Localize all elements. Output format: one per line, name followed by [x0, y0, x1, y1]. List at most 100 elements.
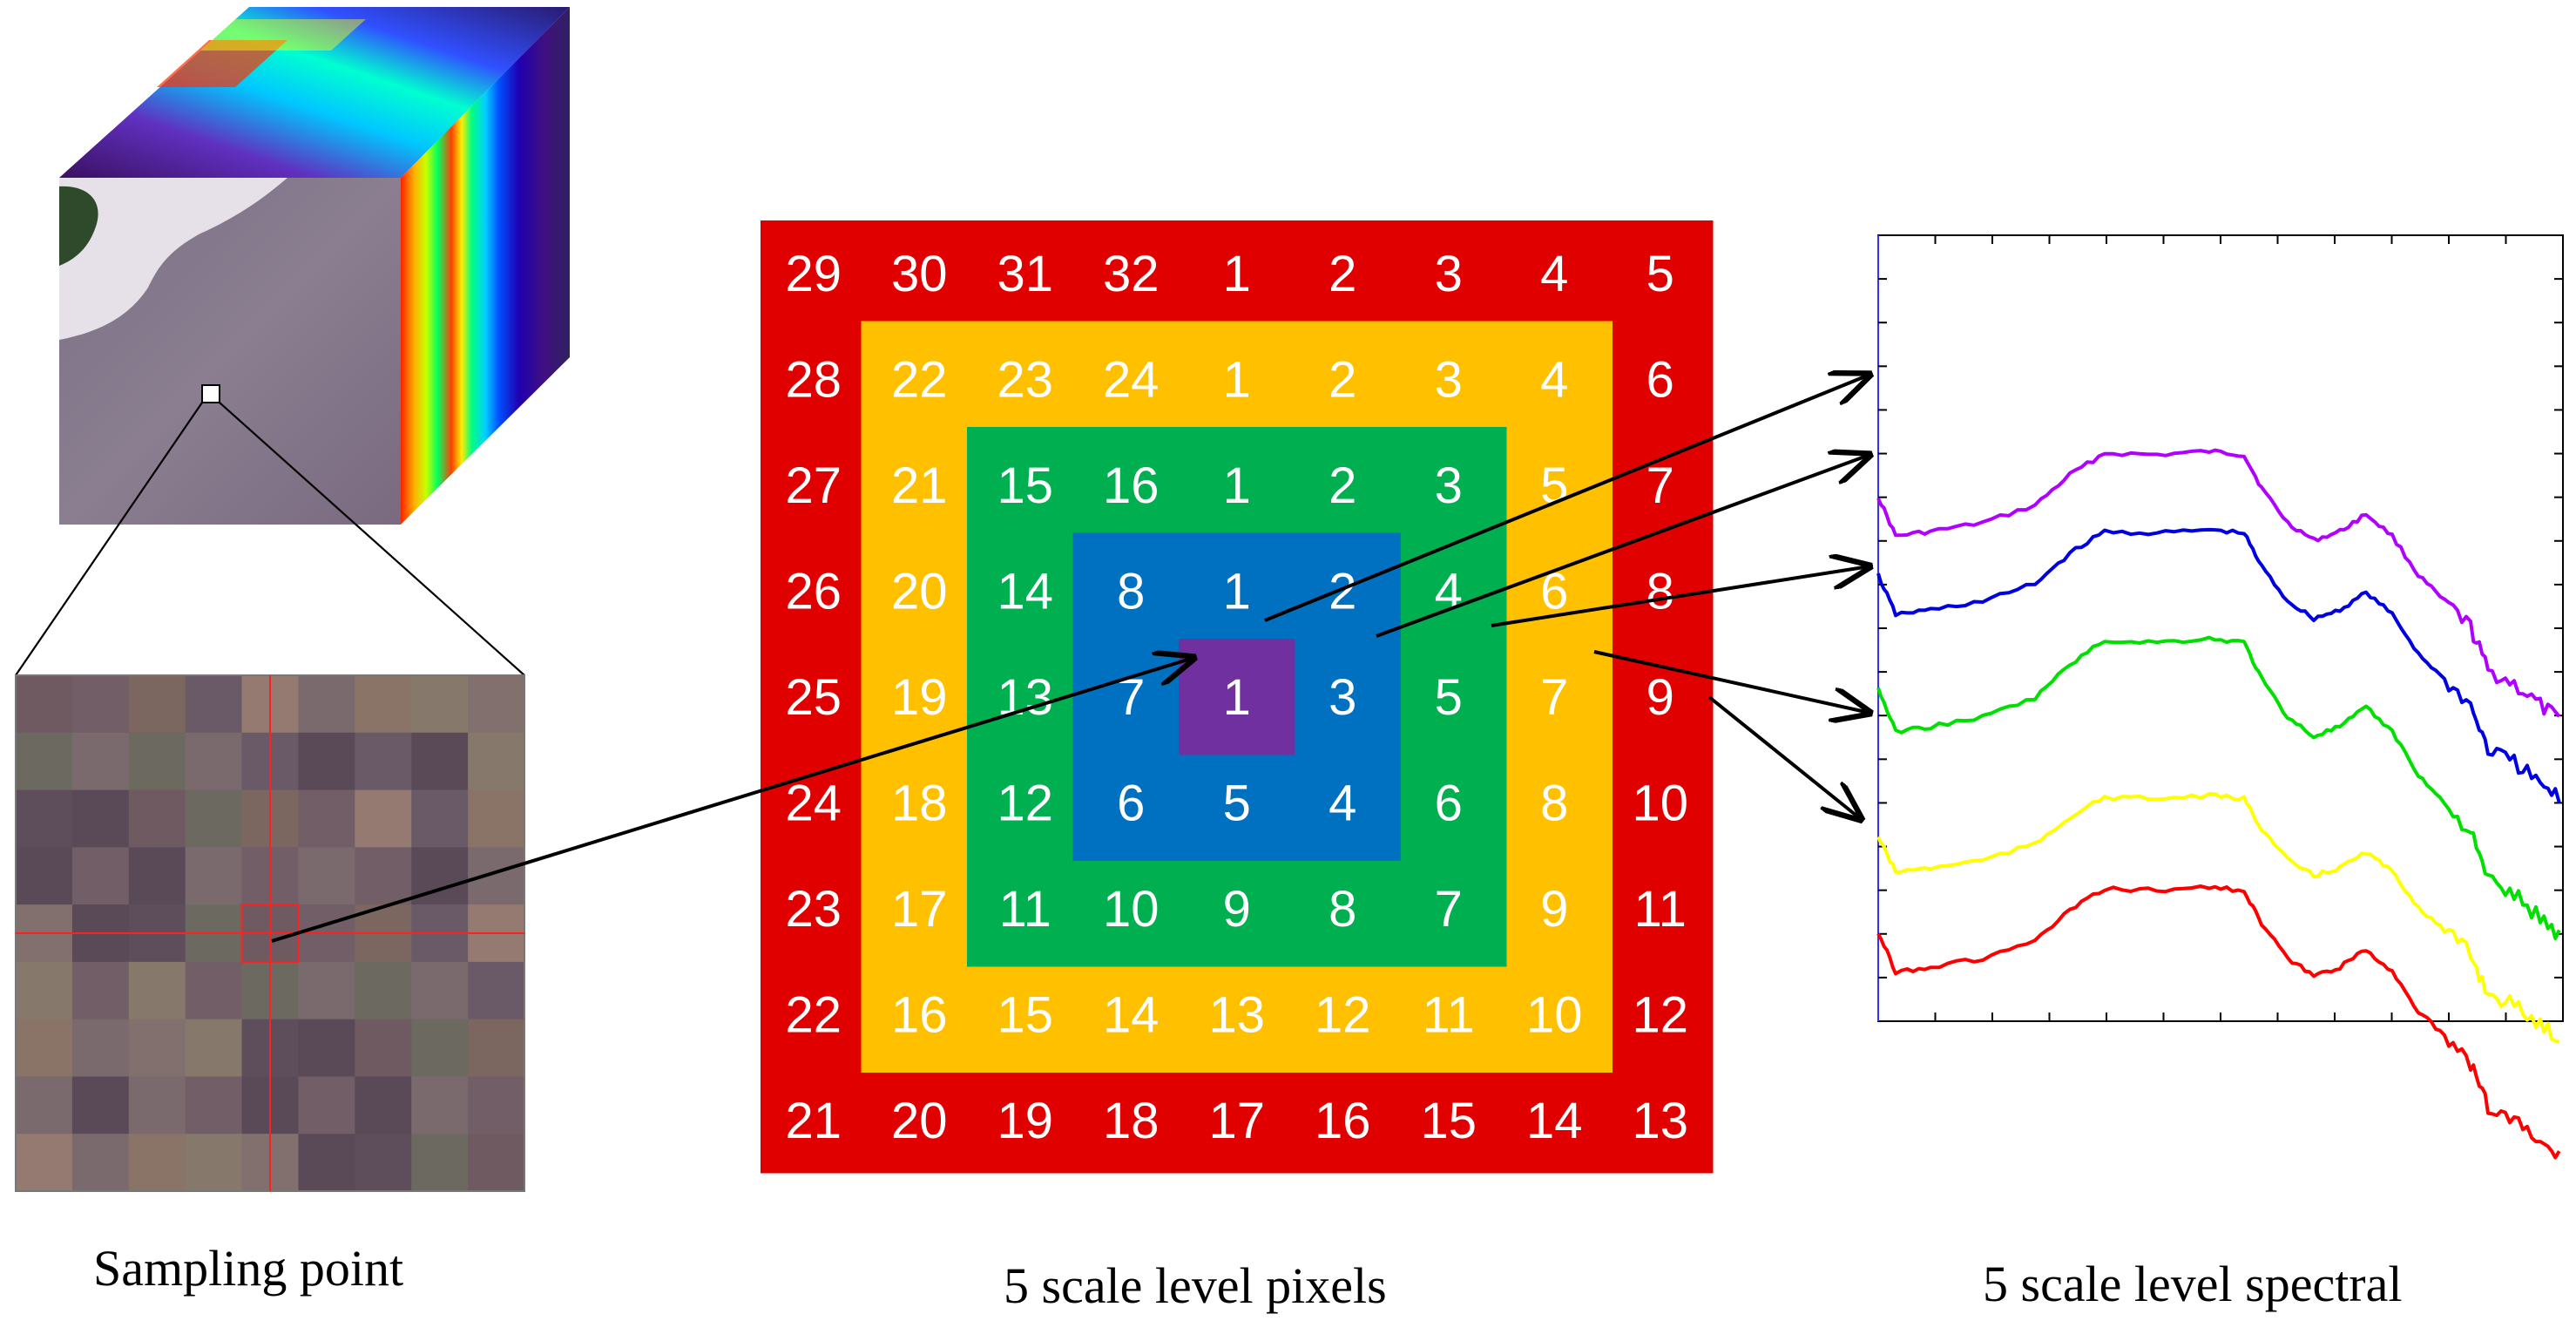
zoom-pixel [355, 847, 412, 905]
zoom-pixel [71, 961, 130, 1020]
zoom-pixel [71, 789, 130, 848]
spectral-plot-icon [1876, 234, 2564, 1160]
grid-cell-label: 15 [997, 457, 1053, 514]
grid-cell-label: 3 [1435, 351, 1463, 408]
grid-cell-label: 14 [1526, 1093, 1583, 1149]
grid-cell-label: 15 [1420, 1093, 1477, 1149]
grid-cell-label: 23 [997, 351, 1053, 408]
grid-cell-label: 3 [1329, 669, 1356, 726]
grid-cell-label: 5 [1435, 669, 1463, 726]
arrows [271, 375, 1869, 943]
zoom-pixel [468, 1076, 525, 1134]
zoom-pixel [298, 961, 355, 1020]
zoom-pixel [355, 1134, 412, 1192]
zoom-pixel [185, 732, 243, 791]
caption-scale-pixels: 5 scale level pixels [1004, 1257, 1387, 1314]
grid-cell-label: 3 [1435, 457, 1463, 514]
grid-cell-label: 4 [1540, 351, 1568, 408]
zoom-pixel [71, 1134, 130, 1192]
zoom-pixel [16, 847, 73, 905]
grid-cell-label: 9 [1540, 881, 1568, 938]
zoom-pixel [411, 1076, 469, 1134]
zoom-pixel [411, 732, 469, 791]
grid-cell-label: 32 [1103, 246, 1160, 302]
zoom-pixel [298, 1019, 355, 1077]
grid-cell-label: 7 [1540, 669, 1568, 726]
grid-cell-label: 12 [997, 775, 1053, 831]
zoom-pixel [298, 847, 355, 905]
cube-top-face [59, 7, 570, 178]
zoom-pixel [185, 1076, 243, 1134]
zoom-pixel [128, 1076, 186, 1134]
grid-cell-label: 13 [1208, 986, 1265, 1043]
zoom-pixel [185, 847, 243, 905]
grid-cell-label: 1 [1223, 457, 1251, 514]
zoom-pixel [298, 789, 355, 848]
grid-cell-label: 3 [1435, 246, 1463, 302]
grid-cell-label: 1 [1223, 563, 1251, 620]
grid-cell-label: 9 [1223, 881, 1251, 938]
grid-cell-label: 10 [1103, 881, 1160, 938]
zoom-pixel [185, 675, 243, 734]
grid-cell-label: 21 [785, 1093, 842, 1149]
zoom-pixel [16, 1076, 73, 1134]
zoom-pixel [16, 732, 73, 791]
grid-cell-label: 22 [891, 351, 948, 408]
zoom-pixel [468, 847, 525, 905]
spectrum-curve-level-5 [1876, 884, 2561, 1160]
zoom-pixel [128, 675, 186, 734]
zoom-pixel [355, 789, 412, 848]
zoom-pixel [71, 675, 130, 734]
zoom-pixel [128, 961, 186, 1020]
grid-cell-label: 7 [1646, 457, 1674, 514]
zoom-pixel [411, 961, 469, 1020]
grid-cell-label: 11 [1423, 986, 1475, 1043]
zoom-pixel [298, 1134, 355, 1192]
grid-cell-label: 1 [1223, 669, 1251, 726]
zoom-pixel [128, 1134, 186, 1192]
cube-shoreline [59, 178, 287, 340]
grid-cell-label: 16 [1103, 457, 1160, 514]
arrow-level1 [1264, 375, 1869, 622]
grid-cell-label: 13 [1632, 1093, 1688, 1149]
zoom-line-right [219, 402, 525, 676]
grid-cell-label: 30 [891, 246, 948, 302]
zoom-pixel [16, 961, 73, 1020]
zoom-pixel [128, 847, 186, 905]
zoom-pixel [128, 732, 186, 791]
grid-cell-label: 27 [785, 457, 842, 514]
arrow-level3 [1491, 566, 1869, 627]
zoom-pixel [185, 789, 243, 848]
spectrum-curve-level-1 [1876, 448, 2561, 718]
zoom-pixel [298, 1076, 355, 1134]
zoom-pixel [16, 1134, 73, 1192]
cube-top-stripe-2 [200, 19, 366, 51]
zoom-pixel [355, 732, 412, 791]
zoom-pixel [128, 1019, 186, 1077]
grid-cell-label: 29 [785, 246, 842, 302]
grid-cell-label: 14 [1103, 986, 1160, 1043]
arrow-level4 [1593, 650, 1869, 713]
zoom-pixel [411, 789, 469, 848]
grid-cell-label: 19 [891, 669, 948, 726]
zoom-pixel [71, 847, 130, 905]
zoom-pixel [185, 1134, 243, 1192]
zoom-pixel [468, 1019, 525, 1077]
hyperspectral-cube-icon [59, 7, 570, 525]
zoom-pixel [298, 675, 355, 734]
zoom-pixel [355, 1019, 412, 1077]
grid-cell-label: 16 [1315, 1093, 1371, 1149]
grid-cell-label: 4 [1540, 246, 1568, 302]
zoom-pixel [411, 1134, 469, 1192]
grid-cell-label: 19 [997, 1093, 1053, 1149]
grid-cell-label: 10 [1526, 986, 1583, 1043]
grid-cell-label: 16 [891, 986, 948, 1043]
zoom-pixel [468, 961, 525, 1020]
grid-cell-label: 4 [1329, 775, 1356, 831]
grid-cell-label: 20 [891, 1093, 948, 1149]
caption-sampling-point: Sampling point [93, 1240, 404, 1297]
spectrum-curve-level-4 [1876, 791, 2559, 1043]
pixel-zoom-icon [15, 674, 525, 1192]
